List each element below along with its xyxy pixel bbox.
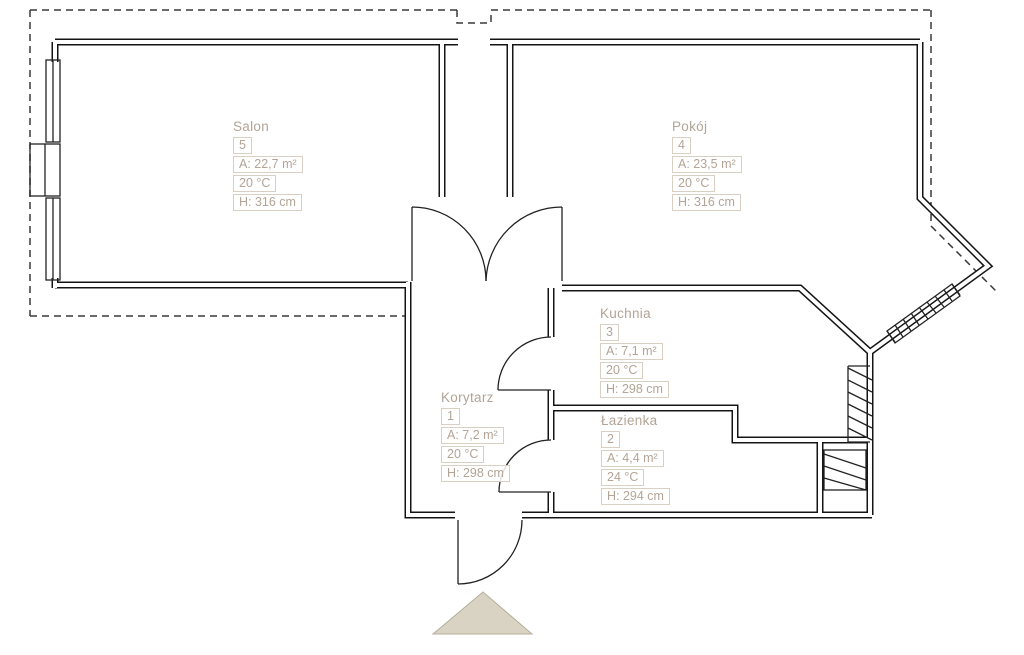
room-number: 2 — [601, 431, 620, 448]
room-name: Salon — [233, 119, 270, 134]
room-number: 1 — [441, 408, 460, 425]
door-lazienka — [498, 439, 552, 493]
window-kitchen-right — [847, 365, 873, 443]
room-label-salon: Salon 5 A: 22,7 m² 20 °C H: 316 cm — [233, 119, 303, 211]
door-entrance — [457, 519, 523, 585]
room-number: 3 — [600, 324, 619, 341]
door-salon — [411, 206, 487, 282]
room-label-kuchnia: Kuchnia 3 A: 7,1 m² 20 °C H: 298 cm — [600, 306, 669, 398]
room-temperature: 20 °C — [233, 175, 277, 192]
room-label-korytarz: Korytarz 1 A: 7,2 m² 20 °C H: 298 cm — [441, 390, 510, 482]
doors-group — [411, 206, 563, 585]
windows-group — [29, 59, 961, 491]
room-height: H: 294 cm — [601, 488, 670, 505]
room-label-pokoj: Pokój 4 A: 23,5 m² 20 °C H: 316 cm — [672, 119, 742, 211]
window-salon-1 — [45, 59, 61, 143]
room-name: Łazienka — [601, 413, 658, 428]
room-height: H: 298 cm — [600, 381, 669, 398]
room-temperature: 20 °C — [672, 175, 716, 192]
window-diagonal — [886, 283, 961, 344]
room-area: A: 4,4 m² — [601, 450, 664, 467]
room-area: A: 23,5 m² — [672, 156, 742, 173]
window-salon-2 — [45, 197, 61, 281]
room-temperature: 20 °C — [600, 362, 644, 379]
room-height: H: 316 cm — [233, 194, 302, 211]
room-height: H: 298 cm — [441, 465, 510, 482]
room-name: Kuchnia — [600, 306, 651, 321]
room-number: 4 — [672, 137, 691, 154]
room-area: A: 7,2 m² — [441, 427, 504, 444]
room-temperature: 20 °C — [441, 446, 485, 463]
room-temperature: 24 °C — [601, 469, 645, 486]
entrance-arrow-icon — [431, 591, 534, 635]
room-area: A: 7,1 m² — [600, 343, 663, 360]
room-area: A: 22,7 m² — [233, 156, 303, 173]
boundary-dashed-line — [29, 9, 998, 317]
room-label-lazienka: Łazienka 2 A: 4,4 m² 24 °C H: 294 cm — [601, 413, 670, 505]
room-height: H: 316 cm — [672, 194, 741, 211]
window-pier-box — [29, 143, 61, 197]
walls-core — [53, 40, 992, 517]
door-pokoj — [485, 206, 563, 282]
door-kuchnia — [497, 336, 552, 391]
room-number: 5 — [233, 137, 252, 154]
shaft-hatched — [823, 449, 867, 491]
room-name: Korytarz — [441, 390, 494, 405]
room-name: Pokój — [672, 119, 708, 134]
walls — [51, 38, 994, 519]
